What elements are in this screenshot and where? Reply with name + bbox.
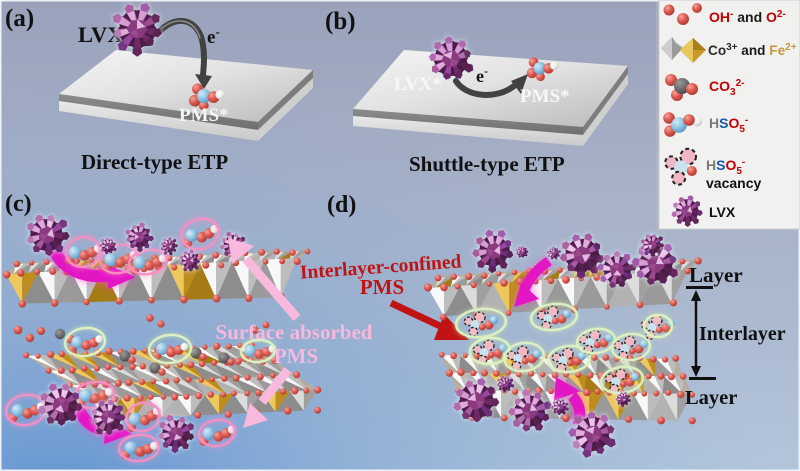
svg-text:PMS: PMS bbox=[274, 344, 318, 368]
svg-text:(d): (d) bbox=[327, 192, 356, 218]
svg-text:HSO5-: HSO5- bbox=[709, 115, 748, 135]
svg-text:LVX*: LVX* bbox=[394, 74, 442, 95]
svg-text:(c): (c) bbox=[5, 191, 32, 217]
svg-text:Direct-type ETP: Direct-type ETP bbox=[81, 150, 228, 174]
svg-text:(a): (a) bbox=[5, 5, 34, 32]
svg-text:(b): (b) bbox=[325, 8, 356, 35]
svg-text:Interlayer: Interlayer bbox=[699, 323, 786, 345]
svg-text:PMS: PMS bbox=[360, 275, 404, 299]
svg-text:CO32-: CO32- bbox=[709, 78, 744, 98]
svg-text:Layer: Layer bbox=[689, 263, 743, 287]
svg-text:OH- and O2-: OH- and O2- bbox=[709, 9, 786, 25]
svg-text:Surface absorbed: Surface absorbed bbox=[216, 320, 373, 344]
svg-text:Shuttle-type ETP: Shuttle-type ETP bbox=[409, 152, 565, 176]
svg-text:Co3+ and Fe2+: Co3+ and Fe2+ bbox=[708, 42, 797, 58]
svg-text:LVX: LVX bbox=[709, 204, 736, 220]
svg-text:PMS*: PMS* bbox=[520, 86, 570, 107]
svg-text:Layer: Layer bbox=[685, 387, 737, 409]
svg-text:HSO5-: HSO5- bbox=[706, 157, 745, 177]
svg-text:vacancy: vacancy bbox=[706, 175, 761, 191]
svg-text:PMS*: PMS* bbox=[179, 105, 229, 126]
